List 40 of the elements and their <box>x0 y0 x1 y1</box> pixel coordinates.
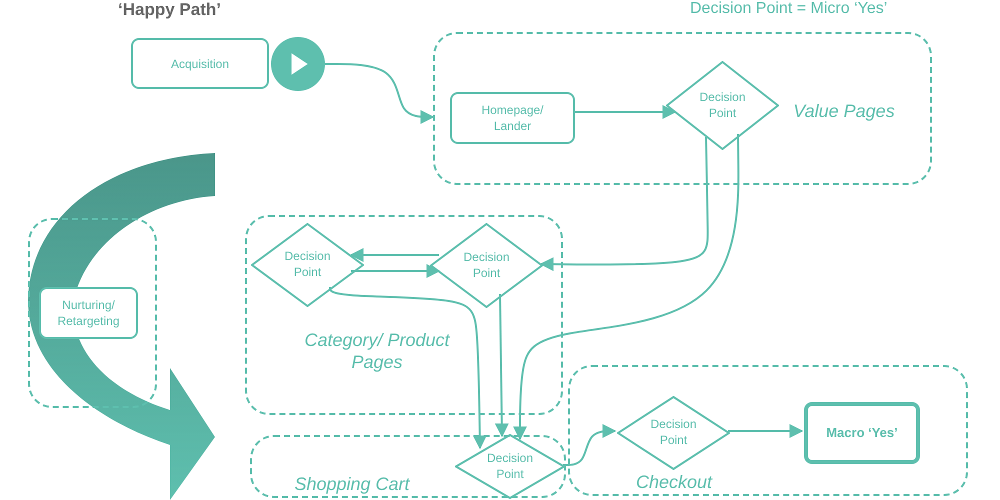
node-label: Decision Point <box>283 248 332 280</box>
arrow <box>325 63 434 124</box>
process-box <box>804 402 920 464</box>
arrow <box>329 286 487 450</box>
arrow <box>573 105 676 119</box>
dashed-group-container <box>28 218 157 408</box>
group-title: Checkout <box>634 471 714 493</box>
node-label: Nurturing/ Retargeting <box>56 297 121 329</box>
group-title: Category/ Product Pages <box>303 329 451 373</box>
decision-diamond <box>617 396 730 470</box>
arrow <box>494 294 509 438</box>
arrow <box>728 424 804 438</box>
arrow <box>513 134 740 440</box>
play-icon <box>271 37 325 91</box>
arrow <box>350 248 439 262</box>
group-title: Shopping Cart <box>293 473 411 495</box>
dashed-group-container <box>250 435 566 498</box>
arrow <box>540 136 709 272</box>
group-title: Value Pages <box>792 100 896 122</box>
decision-diamond <box>251 223 364 307</box>
dashed-group-container <box>568 365 968 496</box>
node-label: Acquisition <box>170 56 230 72</box>
dashed-group-container <box>245 215 563 415</box>
node-label: Decision Point <box>698 88 747 120</box>
arrow <box>351 264 440 278</box>
node-label: Decision Point <box>486 450 534 482</box>
process-box <box>450 92 575 144</box>
decision-diamond <box>430 223 543 308</box>
arrow <box>563 424 616 466</box>
node-label: Macro ‘Yes’ <box>826 425 898 441</box>
diagram-title: ‘Happy Path’ <box>118 0 221 20</box>
node-label: Homepage/ Lander <box>480 102 545 134</box>
dashed-group-container <box>433 32 932 185</box>
node-label: Decision Point <box>462 248 511 280</box>
process-box <box>131 38 269 89</box>
node-label: Decision Point <box>649 416 698 448</box>
process-box <box>39 287 138 339</box>
note-text: Decision Point = Micro ‘Yes’ <box>690 0 888 18</box>
decision-diamond <box>666 61 779 150</box>
decision-diamond <box>455 434 565 499</box>
